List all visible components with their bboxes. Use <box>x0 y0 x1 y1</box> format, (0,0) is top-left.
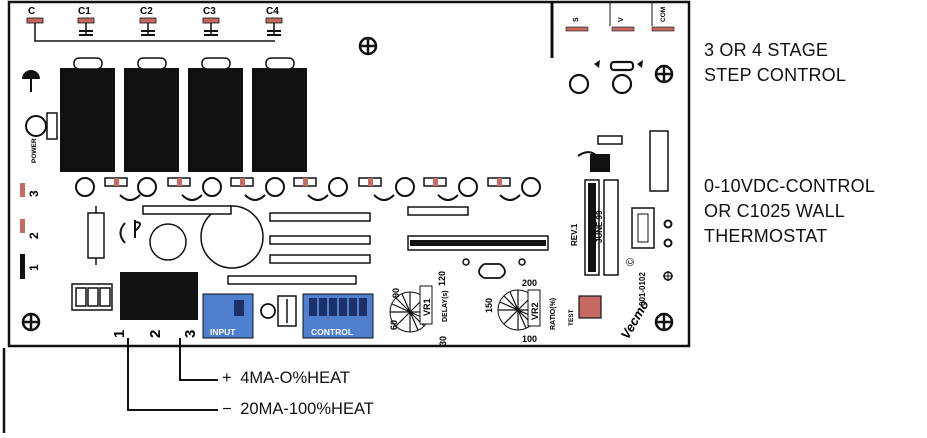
control-note-line-2: OR C1025 WALL <box>704 201 845 221</box>
cap-label-c2: C2 <box>140 6 153 17</box>
terminal-block: S V COM <box>550 2 675 95</box>
positive-sign: + <box>222 369 232 387</box>
stage-mark-3: 3 <box>27 190 41 197</box>
vr2-scale-200: 200 <box>522 278 537 288</box>
control-label: CONTROL <box>311 327 353 337</box>
negative-sign: − <box>222 400 232 418</box>
input-switch <box>202 293 254 339</box>
wire-label-negative: − 20MA-100%HEAT <box>222 400 374 419</box>
left-connector <box>71 283 113 311</box>
wire-label-positive: + 4MA-O%HEAT <box>222 369 350 388</box>
vr1-scale-60: 60 <box>389 320 399 330</box>
input-switch-slot <box>234 300 244 316</box>
ic-and-resistor-strips <box>142 205 549 285</box>
ic-chip <box>410 240 546 246</box>
test-label: TEST <box>568 309 575 326</box>
signal-wires <box>127 338 218 411</box>
positive-wire-text: 4MA-O%HEAT <box>240 369 350 387</box>
vr2-unit: RATIO(%) <box>550 298 557 330</box>
cap-label-c4: C4 <box>266 6 279 17</box>
stage-mark-1: 1 <box>27 264 41 271</box>
cap-label-c1: C1 <box>78 6 91 17</box>
terminal-number-3: 3 <box>182 330 199 338</box>
diode-row <box>104 177 511 187</box>
power-label: POWER <box>31 138 38 163</box>
date-label: JUNE 99 <box>595 210 604 243</box>
stage-note-line-1: 3 OR 4 STAGE <box>704 40 829 60</box>
rev-label: REV.1 <box>570 223 579 246</box>
mounting-hole-icon <box>21 36 674 332</box>
vr1-scale-90: 90 <box>391 288 401 298</box>
control-dip-toggles <box>309 298 367 316</box>
relay-bank <box>60 57 307 172</box>
terminal-label-v: V <box>618 17 625 22</box>
copyright-mark: © <box>625 258 637 266</box>
control-note-line-3: THERMOSTAT <box>704 226 828 246</box>
terminal-numbers: 1 2 3 <box>111 330 199 338</box>
vr1-scale-120: 120 <box>437 271 447 286</box>
jumper-ring <box>260 303 276 319</box>
negative-wire-text: 20MA-100%HEAT <box>240 400 374 418</box>
stage-note-line-2: STEP CONTROL <box>704 65 847 85</box>
terminal-label-s: S <box>573 17 580 22</box>
vr1-potentiometer: VR1 DELAY(s) 90 120 60 30 <box>389 271 449 346</box>
input-label: INPUT <box>210 327 236 337</box>
control-note-line-1: 0-10VDC-CONTROL <box>704 176 876 196</box>
vr2-potentiometer: VR2 RATIO(%) 150 200 100 <box>484 278 557 344</box>
capacitor-bus: C C1 C2 C3 C4 <box>26 6 283 42</box>
left-column-parts: POWER 3 2 1 <box>20 70 264 279</box>
vr2-scale-100: 100 <box>522 334 537 344</box>
cap-label-c3: C3 <box>203 6 216 17</box>
transistor-row <box>75 177 541 201</box>
terminal-number-2: 2 <box>147 330 164 338</box>
terminal-label-com: COM <box>660 7 667 22</box>
stage-mark-2: 2 <box>27 232 41 239</box>
vr2-name: VR2 <box>530 302 540 320</box>
terminal-connector <box>120 272 198 320</box>
cap-label-c: C <box>28 6 35 17</box>
vr1-unit: DELAY(s) <box>442 290 449 322</box>
vr1-scale-30: 30 <box>438 336 448 346</box>
control-note: 0-10VDC-CONTROL OR C1025 WALL THERMOSTAT <box>704 174 875 249</box>
terminal-number-1: 1 <box>111 330 128 338</box>
part-number: 001-0102 <box>638 272 647 306</box>
stage-note: 3 OR 4 STAGE STEP CONTROL <box>704 38 846 88</box>
vr2-scale-150: 150 <box>484 298 494 313</box>
vr1-name: VR1 <box>422 298 432 316</box>
